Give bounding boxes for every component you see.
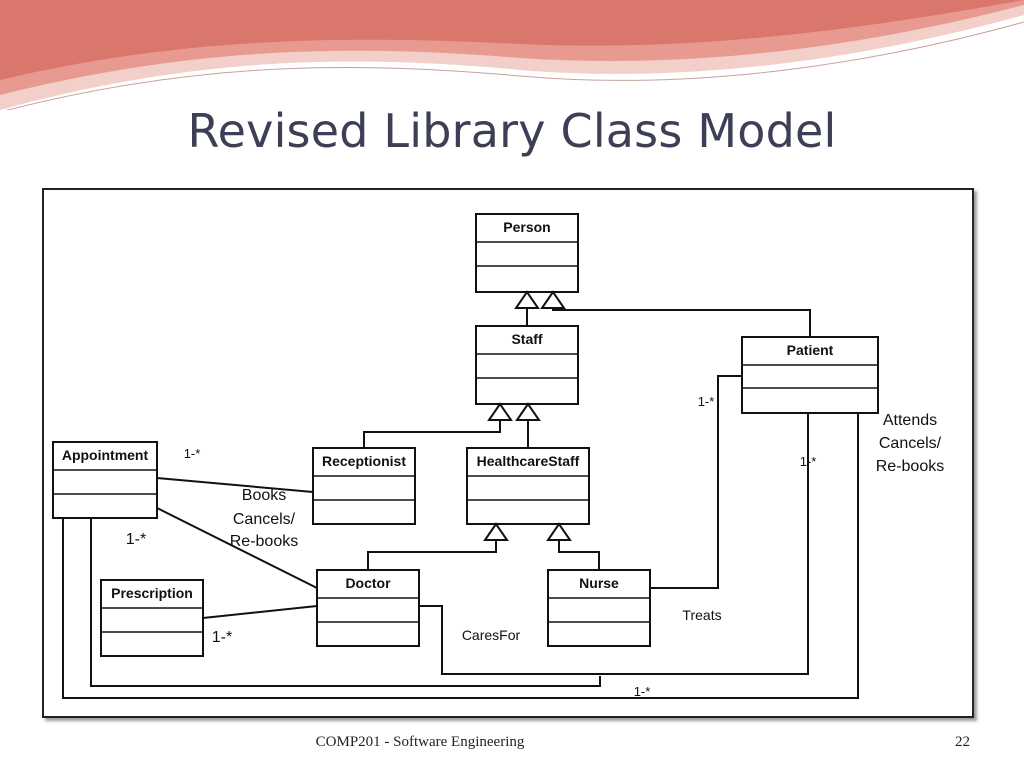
association-prescription-doctor [202, 605, 318, 619]
decorative-wave-header [0, 0, 1024, 110]
class-name-prescription: Prescription [111, 585, 193, 601]
slide-title: Revised Library Class Model [187, 104, 837, 158]
association-label-books-rebooks: Re-books [230, 533, 298, 550]
multiplicity-bottom: 1-* [634, 684, 651, 699]
association-label-treats: Treats [682, 607, 721, 623]
generalization-patient-person [540, 290, 811, 337]
class-receptionist: Receptionist [312, 447, 416, 525]
class-nurse: Nurse [547, 569, 651, 647]
association-nurse-patient [650, 375, 742, 589]
association-appointment-patient [62, 413, 859, 699]
association-label-attends-rebooks: Re-books [876, 458, 944, 475]
association-doctor-patient [419, 413, 809, 675]
class-name-receptionist: Receptionist [322, 453, 406, 469]
multiplicity-prescription: 1-* [212, 629, 232, 646]
association-appointment-doctor [156, 507, 318, 589]
class-appointment: Appointment [52, 441, 158, 519]
generalization-healthcare-staff [515, 402, 541, 448]
class-name-doctor: Doctor [345, 575, 391, 591]
multiplicity-appointment-doctor: 1-* [126, 531, 146, 548]
page-number: 22 [955, 734, 970, 750]
class-name-person: Person [503, 219, 550, 235]
class-name-healthcare-staff: HealthcareStaff [477, 453, 580, 469]
class-prescription: Prescription [100, 579, 204, 657]
association-label-attends-cancels: Cancels/ [879, 435, 942, 452]
association-label-books-cancels: Cancels/ [233, 511, 296, 528]
class-name-staff: Staff [511, 331, 542, 347]
class-staff: Staff [475, 325, 579, 405]
class-person: Person [475, 213, 579, 293]
multiplicity-patient-left: 1-* [698, 394, 715, 409]
association-label-cares-for: CaresFor [462, 627, 521, 643]
class-name-patient: Patient [787, 342, 834, 358]
class-name-appointment: Appointment [62, 447, 149, 463]
generalization-staff-person [514, 290, 540, 326]
uml-class-diagram: Person Staff Patient Appointment Recepti… [52, 213, 944, 699]
association-appointment-receptionist [156, 477, 314, 493]
association-appointment-bottom-inner [90, 518, 601, 687]
class-patient: Patient [741, 336, 879, 414]
class-doctor: Doctor [316, 569, 420, 647]
class-name-nurse: Nurse [579, 575, 619, 591]
class-healthcare-staff: HealthcareStaff [466, 447, 590, 525]
multiplicity-appointment-top: 1-* [184, 446, 201, 461]
association-label-attends: Attends [883, 412, 937, 429]
association-label-books: Books [242, 487, 286, 504]
multiplicity-patient-bottom: 1-* [800, 454, 817, 469]
generalization-receptionist-staff [363, 402, 513, 448]
generalization-nurse-healthcare [546, 522, 600, 570]
uml-diagram-frame: Person Staff Patient Appointment Recepti… [42, 188, 974, 718]
footer-course-name: COMP201 - Software Engineering [315, 734, 525, 750]
generalization-doctor-healthcare [367, 522, 509, 570]
